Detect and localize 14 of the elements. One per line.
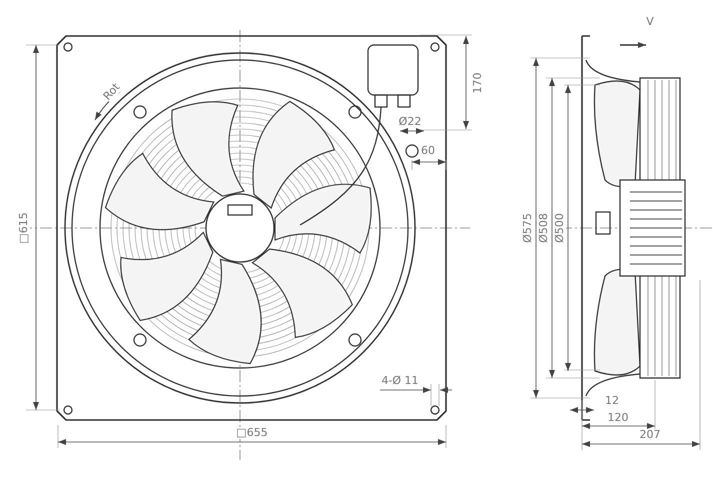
dimension-label: Ø508 [538,213,550,243]
dimension-label: □615 [18,212,30,244]
dimension-label: Ø22 [398,116,422,128]
dimension-label: □655 [236,427,268,439]
dimension-label: 60 [421,145,435,157]
dimension-label: 170 [472,72,484,94]
flow-direction-label: V [646,16,654,28]
dimension-label: 12 [605,395,619,407]
dimension-label: 4-Ø 11 [381,375,419,387]
dimension-label: 120 [608,412,628,424]
dimension-label: 207 [640,429,660,441]
rotation-label: Rot [101,81,123,103]
dimension-label: Ø575 [522,213,534,243]
dimension-label: Ø500 [554,213,566,243]
